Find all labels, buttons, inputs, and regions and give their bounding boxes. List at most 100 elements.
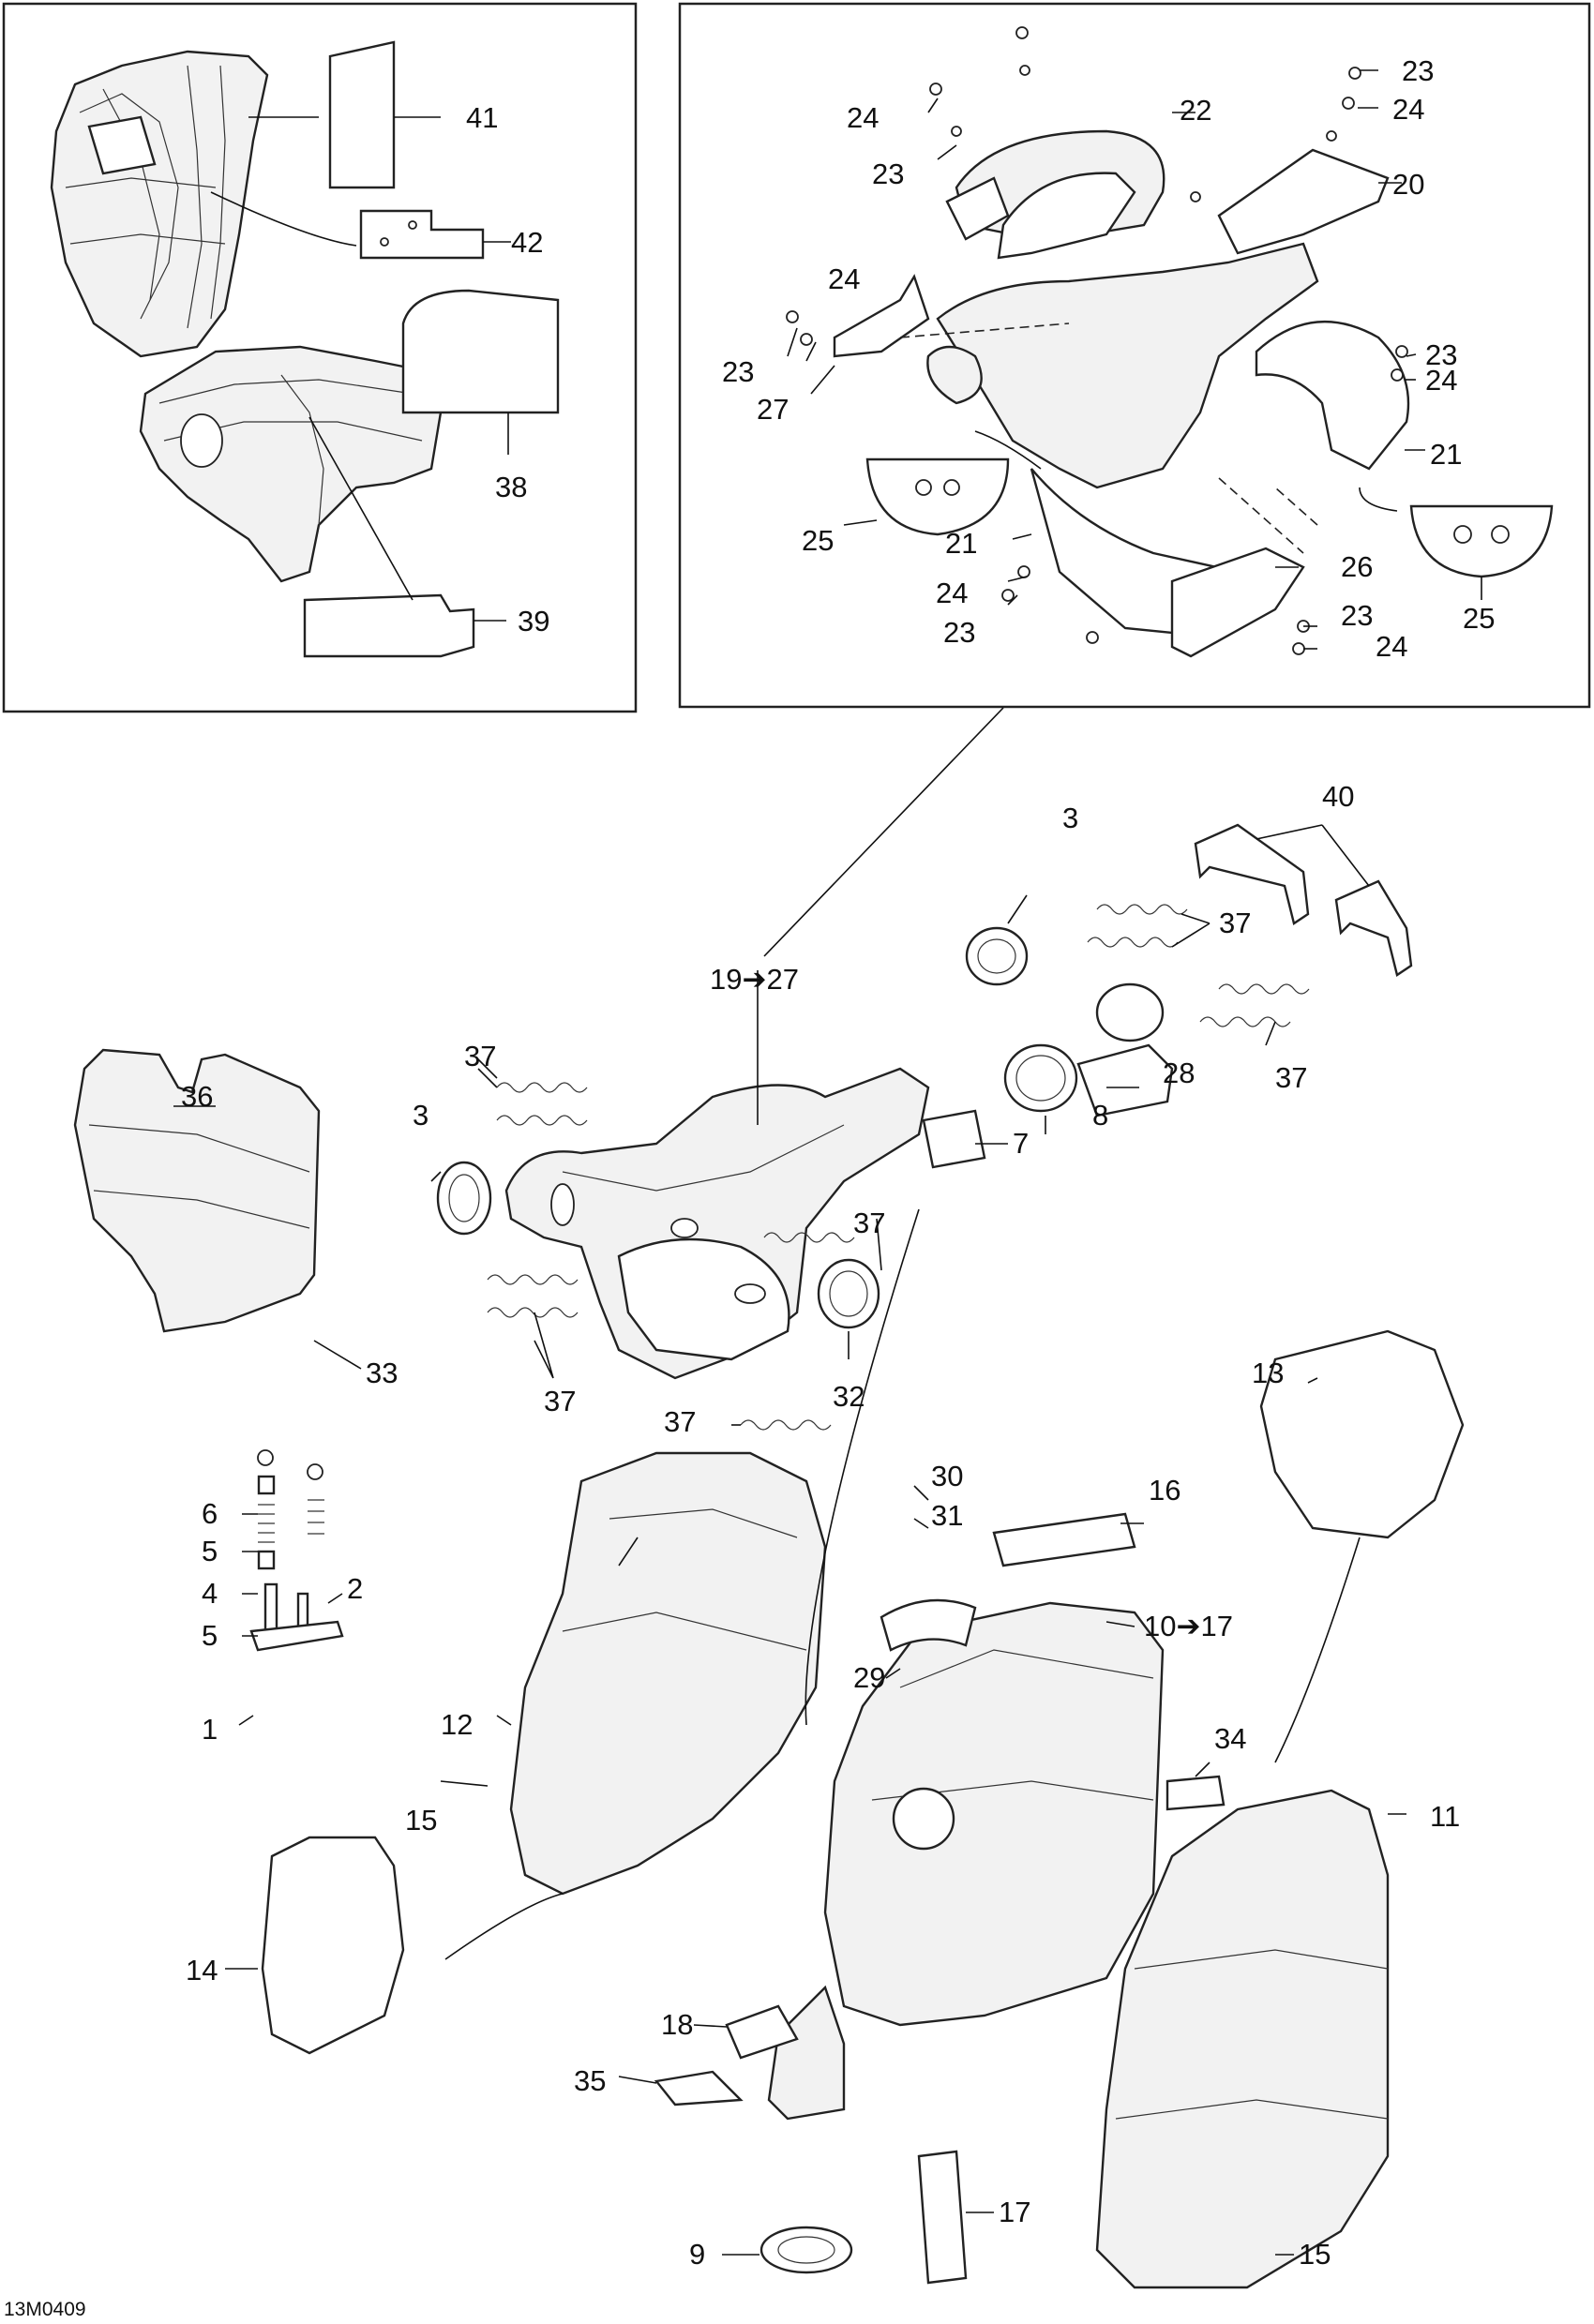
leaders-left-inset	[210, 116, 511, 622]
label-24: 24	[828, 262, 860, 295]
fasteners-right-inset	[786, 26, 1408, 655]
heat-shield-22	[997, 172, 1136, 260]
label-27: 27	[757, 393, 789, 426]
label-34: 34	[1214, 1722, 1246, 1755]
label-15: 15	[405, 1804, 437, 1837]
label-25: 25	[802, 524, 834, 557]
label-8: 8	[1092, 1099, 1108, 1132]
sticker-17	[917, 2150, 968, 2285]
label-21: 21	[1430, 438, 1462, 471]
label-24: 24	[1392, 93, 1424, 126]
label-24: 24	[1376, 630, 1407, 663]
label-9: 9	[689, 2238, 705, 2271]
heat-shield-25-left	[865, 457, 1010, 536]
sticker-41	[328, 40, 396, 189]
label-15: 15	[1299, 2238, 1331, 2271]
shield-29	[880, 1598, 977, 1652]
label-30: 30	[931, 1460, 963, 1492]
manifold-inset	[833, 129, 1554, 658]
label-37: 37	[464, 1040, 496, 1072]
body-panel-lower	[139, 345, 443, 583]
sticker-14	[261, 1836, 405, 2055]
label-2: 2	[347, 1572, 363, 1605]
label-5: 5	[202, 1619, 218, 1652]
label-25: 25	[1463, 602, 1495, 635]
label-28: 28	[1163, 1057, 1195, 1089]
leaders-lower	[173, 824, 1406, 2256]
clip-35	[654, 2070, 744, 2107]
label-24: 24	[936, 577, 968, 609]
label-33: 33	[366, 1357, 398, 1389]
label-4: 4	[202, 1577, 218, 1610]
sticker-38	[401, 289, 560, 414]
label-23: 23	[1341, 599, 1373, 632]
label-37: 37	[1275, 1061, 1307, 1094]
bumper-34	[1165, 1775, 1226, 1811]
label-37: 37	[544, 1385, 576, 1417]
label-29: 29	[853, 1661, 885, 1694]
label-23: 23	[722, 355, 754, 388]
leaders-right-inset	[763, 69, 1482, 957]
drawing-code: 13M0409	[4, 2299, 86, 2320]
label-37: 37	[853, 1207, 885, 1239]
mount-assembly-1-6	[249, 1449, 344, 1652]
label-20: 20	[1392, 168, 1424, 201]
label-3: 3	[413, 1099, 429, 1132]
label-23: 23	[872, 157, 904, 190]
label-3: 3	[1062, 802, 1078, 834]
label-35: 35	[574, 2064, 606, 2097]
label-1: 1	[202, 1713, 218, 1746]
clamp-8	[1003, 1043, 1078, 1113]
label-21: 21	[945, 527, 977, 560]
label-22: 22	[1180, 94, 1211, 127]
label-23: 23	[1425, 338, 1457, 371]
label-26: 26	[1341, 550, 1373, 583]
body-panel-upper	[50, 50, 269, 358]
label-40: 40	[1322, 780, 1354, 813]
label-23: 23	[943, 616, 975, 649]
label-11: 11	[1430, 1800, 1460, 1833]
label-13: 13	[1252, 1357, 1284, 1389]
label-39: 39	[518, 605, 549, 637]
label-32: 32	[833, 1380, 865, 1413]
heat-shield-33	[73, 1048, 321, 1333]
label-12: 12	[441, 1708, 473, 1741]
sticker-39	[303, 593, 475, 658]
springs-37	[487, 904, 1310, 1431]
sticker-13	[1259, 1329, 1465, 1539]
sticker-16	[992, 1512, 1136, 1567]
label-36: 36	[181, 1080, 213, 1113]
heat-shield-25-right	[1409, 504, 1554, 578]
label-17: 17	[999, 2196, 1030, 2228]
label-42: 42	[511, 226, 543, 259]
heat-shield-27	[833, 274, 930, 358]
label-31: 31	[931, 1499, 963, 1532]
pipe-28	[1076, 1043, 1174, 1117]
heat-shield-26	[1170, 547, 1305, 658]
label-41: 41	[466, 101, 498, 134]
sleeve-7	[922, 1109, 986, 1169]
inset-frame-right	[678, 2, 1591, 709]
heat-shield-11	[1095, 1789, 1390, 2289]
label-18: 18	[661, 2008, 693, 2041]
heat-shield-12	[509, 1451, 827, 1896]
heat-shield-22b	[945, 176, 1010, 241]
label-14: 14	[186, 1954, 218, 1987]
label-10-17: 10➔17	[1144, 1610, 1233, 1642]
label-5: 5	[202, 1535, 218, 1567]
label-37: 37	[664, 1405, 696, 1438]
label-37: 37	[1219, 907, 1251, 939]
inset-frame-left	[2, 2, 638, 713]
sticker-42	[359, 209, 485, 260]
label-19-27: 19➔27	[710, 963, 799, 996]
grommet-9	[759, 2226, 853, 2274]
gasket-3-top	[965, 926, 1029, 986]
label-16: 16	[1149, 1474, 1180, 1507]
label-7: 7	[1013, 1127, 1029, 1160]
muffler-10-17	[767, 1601, 1165, 2121]
bracket-18	[725, 2004, 799, 2060]
label-24: 24	[1425, 364, 1457, 397]
exhaust-manifold-assembly	[504, 1067, 930, 1380]
gasket-32	[817, 1258, 880, 1329]
